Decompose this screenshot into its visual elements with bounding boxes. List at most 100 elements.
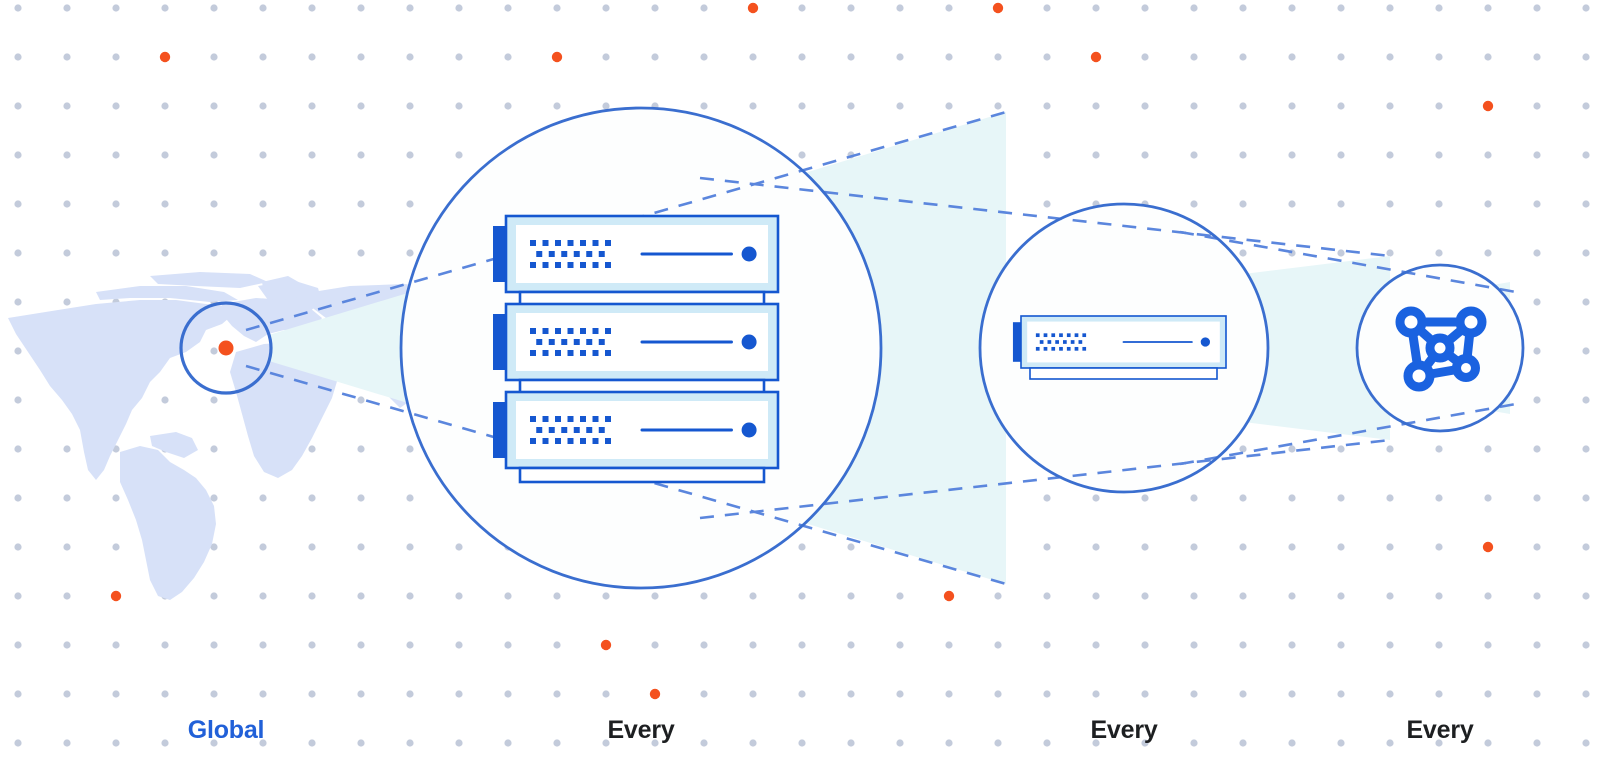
grid-dot xyxy=(749,641,757,649)
grid-dot xyxy=(259,494,267,502)
server-led-dot xyxy=(530,416,536,422)
grid-dot xyxy=(63,200,71,208)
server-unit-tab xyxy=(1012,322,1023,362)
grid-dot xyxy=(112,53,120,61)
grid-dot xyxy=(308,445,316,453)
grid-dot xyxy=(1190,592,1198,600)
server-led-dot xyxy=(1082,333,1087,338)
grid-dot xyxy=(1190,102,1198,110)
grid-dot xyxy=(1141,641,1149,649)
funnel-dashed-guides xyxy=(245,110,1517,586)
grid-dot-highlight xyxy=(992,2,1004,14)
grid-dot xyxy=(896,739,904,747)
grid-dot xyxy=(1043,53,1051,61)
server-led-dot xyxy=(592,438,599,444)
grid-dot xyxy=(798,4,806,12)
grid-dot xyxy=(14,4,22,12)
grid-dot xyxy=(1190,4,1198,12)
server-led-dot xyxy=(542,240,549,246)
grid-dot xyxy=(1435,445,1443,453)
grid-dot xyxy=(1288,4,1296,12)
grid-dot xyxy=(1484,641,1492,649)
grid-dot xyxy=(504,592,512,600)
grid-dot xyxy=(1239,102,1247,110)
server-led-dot xyxy=(586,427,593,433)
grid-dot xyxy=(1288,543,1296,551)
grid-dot xyxy=(1484,53,1492,61)
grid-dot xyxy=(406,739,414,747)
grid-dot xyxy=(14,739,22,747)
grid-dot xyxy=(406,4,414,12)
dash-top-server-service xyxy=(1179,230,1517,294)
grid-dot xyxy=(945,4,953,12)
grid-dot xyxy=(1092,102,1100,110)
grid-dot xyxy=(455,102,463,110)
grid-dot xyxy=(1582,445,1590,453)
grid-dot xyxy=(553,592,561,600)
server-led-dot xyxy=(536,251,543,257)
server-led-dot xyxy=(573,339,580,345)
server-led-dot xyxy=(536,427,543,433)
grid-dot xyxy=(63,641,71,649)
grid-dot xyxy=(994,592,1002,600)
grid-dot xyxy=(406,543,414,551)
grid-dot xyxy=(504,4,512,12)
grid-dot xyxy=(553,641,561,649)
grid-dot xyxy=(1386,102,1394,110)
grid-dot xyxy=(210,494,218,502)
grid-dot xyxy=(161,249,169,257)
grid-dot xyxy=(896,102,904,110)
server-led-dot xyxy=(542,438,549,444)
grid-dot xyxy=(1582,396,1590,404)
grid-dot xyxy=(1435,494,1443,502)
grid-dot-highlight xyxy=(110,590,122,602)
grid-dot xyxy=(1239,445,1247,453)
server-led-dot xyxy=(542,328,549,334)
grid-dot xyxy=(1582,249,1590,257)
grid-dot xyxy=(406,151,414,159)
dash-top-global-datacenter xyxy=(245,110,1007,332)
server-led-dot xyxy=(1043,346,1048,351)
grid-dot xyxy=(1092,739,1100,747)
grid-dot xyxy=(553,690,561,698)
grid-dot-highlight xyxy=(943,590,955,602)
grid-dot xyxy=(749,739,757,747)
server-unit xyxy=(493,214,780,294)
grid-dot xyxy=(1533,53,1541,61)
grid-dot xyxy=(357,102,365,110)
grid-dot-highlight xyxy=(1090,51,1102,63)
grid-dot-highlight xyxy=(1482,100,1494,112)
grid-dot xyxy=(1141,690,1149,698)
grid-dot xyxy=(357,445,365,453)
server-connector-bar xyxy=(518,466,766,484)
grid-dot xyxy=(1337,445,1345,453)
grid-dot xyxy=(14,543,22,551)
server-led-dot xyxy=(548,251,555,257)
grid-dot xyxy=(1582,200,1590,208)
grid-dot xyxy=(798,690,806,698)
grid-dot xyxy=(1043,494,1051,502)
grid-dot xyxy=(308,739,316,747)
grid-dot xyxy=(504,739,512,747)
grid-dot xyxy=(455,543,463,551)
grid-dot xyxy=(14,53,22,61)
grid-dot xyxy=(896,4,904,12)
server-led-dot xyxy=(586,339,593,345)
grid-dot xyxy=(1190,53,1198,61)
grid-dot xyxy=(1533,4,1541,12)
server-led-dot xyxy=(598,427,605,433)
grid-dot xyxy=(259,151,267,159)
grid-dot xyxy=(1533,298,1541,306)
grid-dot xyxy=(798,102,806,110)
grid-dot xyxy=(798,739,806,747)
grid-dot xyxy=(357,53,365,61)
circle-outline-global xyxy=(179,301,273,395)
grid-dot xyxy=(259,249,267,257)
grid-dot xyxy=(112,249,120,257)
grid-dot xyxy=(1484,494,1492,502)
grid-dot xyxy=(63,445,71,453)
server-status-led xyxy=(741,246,757,262)
grid-dot xyxy=(14,396,22,404)
single-server-icon xyxy=(1012,315,1227,380)
grid-dot xyxy=(1337,53,1345,61)
